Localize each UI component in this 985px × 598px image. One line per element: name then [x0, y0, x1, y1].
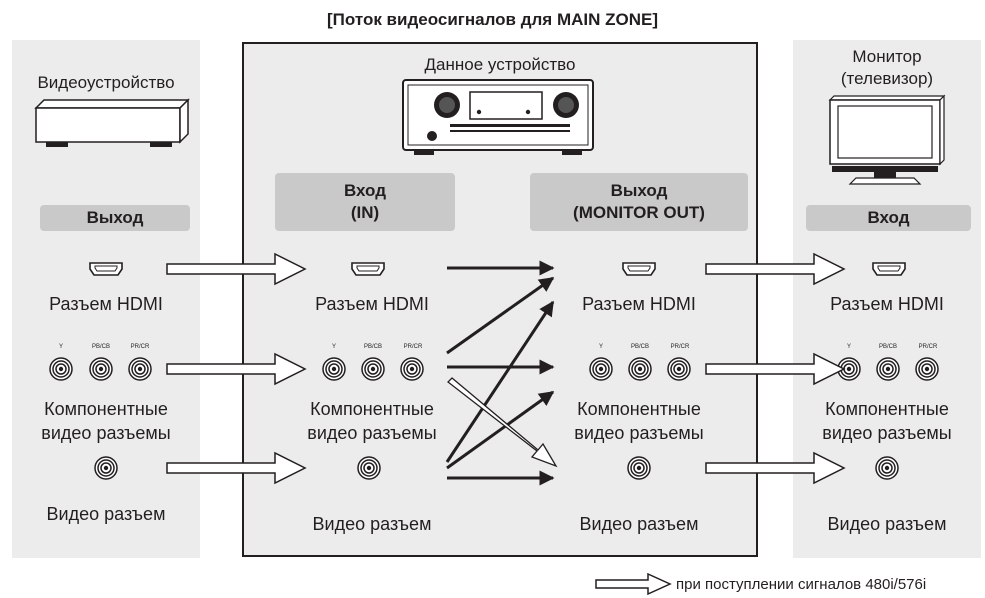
unit-output-header: Выход (MONITOR OUT) [530, 173, 748, 231]
hollow-arrow-video-out [705, 451, 846, 485]
route-video-comp [446, 390, 555, 470]
hollow-arrow-component-in [166, 352, 307, 386]
input-jack-pr-label: PR/CR [403, 344, 423, 350]
output-hdmi-label: Разъем HDMI [582, 294, 696, 314]
hollow-arrow-hdmi-in [166, 252, 307, 286]
output-video-label: Видео разъем [579, 514, 699, 534]
input-jack-y-label: Y [331, 344, 336, 350]
source-jack-y-label: Y [58, 344, 63, 350]
input-video-label: Видео разъем [312, 514, 432, 534]
output-jack-y-label: Y [598, 344, 603, 350]
legend-text: при поступлении сигналов 480i/576i [676, 576, 927, 593]
monitor-jack-y-label: Y [846, 344, 851, 350]
source-device-label: Видеоустройство [37, 73, 175, 92]
output-jack-pr-label: PR/CR [670, 344, 690, 350]
hollow-arrow-video-in [166, 451, 307, 485]
source-device-icon [34, 98, 190, 147]
source-component-label: Компонентные видео разъемы [41, 399, 171, 443]
monitor-hdmi-label: Разъем HDMI [830, 294, 944, 314]
receiver-device-icon [402, 79, 594, 155]
source-hdmi-label: Разъем HDMI [49, 294, 163, 314]
route-video-hdmi [445, 300, 555, 463]
hollow-arrow-hdmi-out [705, 252, 846, 286]
hollow-arrow-component-out [705, 352, 846, 386]
unit-device-label: Данное устройство [424, 55, 576, 74]
unit-input-header: Вход (IN) [275, 173, 455, 231]
source-jack-pr-label: PR/CR [130, 344, 150, 350]
source-output-header: Выход [40, 205, 190, 231]
monitor-input-header: Вход [806, 205, 971, 231]
output-jack-pb-label: PB/CB [630, 344, 649, 350]
legend-arrow [595, 572, 672, 596]
hollow-arrow-comp-to-video [447, 377, 558, 468]
route-comp-hdmi [446, 276, 555, 355]
monitor-jack-pr-label: PR/CR [918, 344, 938, 350]
input-hdmi-label: Разъем HDMI [315, 294, 429, 314]
monitor-device-label: Монитор (телевизор) [840, 47, 934, 88]
tv-monitor-icon [828, 94, 946, 185]
input-jack-pb-label: PB/CB [363, 344, 382, 350]
output-component-label: Компонентные видео разъемы [574, 399, 704, 443]
monitor-jack-pb-label: PB/CB [878, 344, 897, 350]
source-jack-pb-label: PB/CB [91, 344, 110, 350]
monitor-component-label: Компонентные видео разъемы [822, 399, 952, 443]
input-component-label: Компонентные видео разъемы [307, 399, 437, 443]
source-video-label: Видео разъем [46, 504, 166, 524]
monitor-video-label: Видео разъем [827, 514, 947, 534]
diagram-title: [Поток видеосигналов для MAIN ZONE] [327, 10, 658, 29]
